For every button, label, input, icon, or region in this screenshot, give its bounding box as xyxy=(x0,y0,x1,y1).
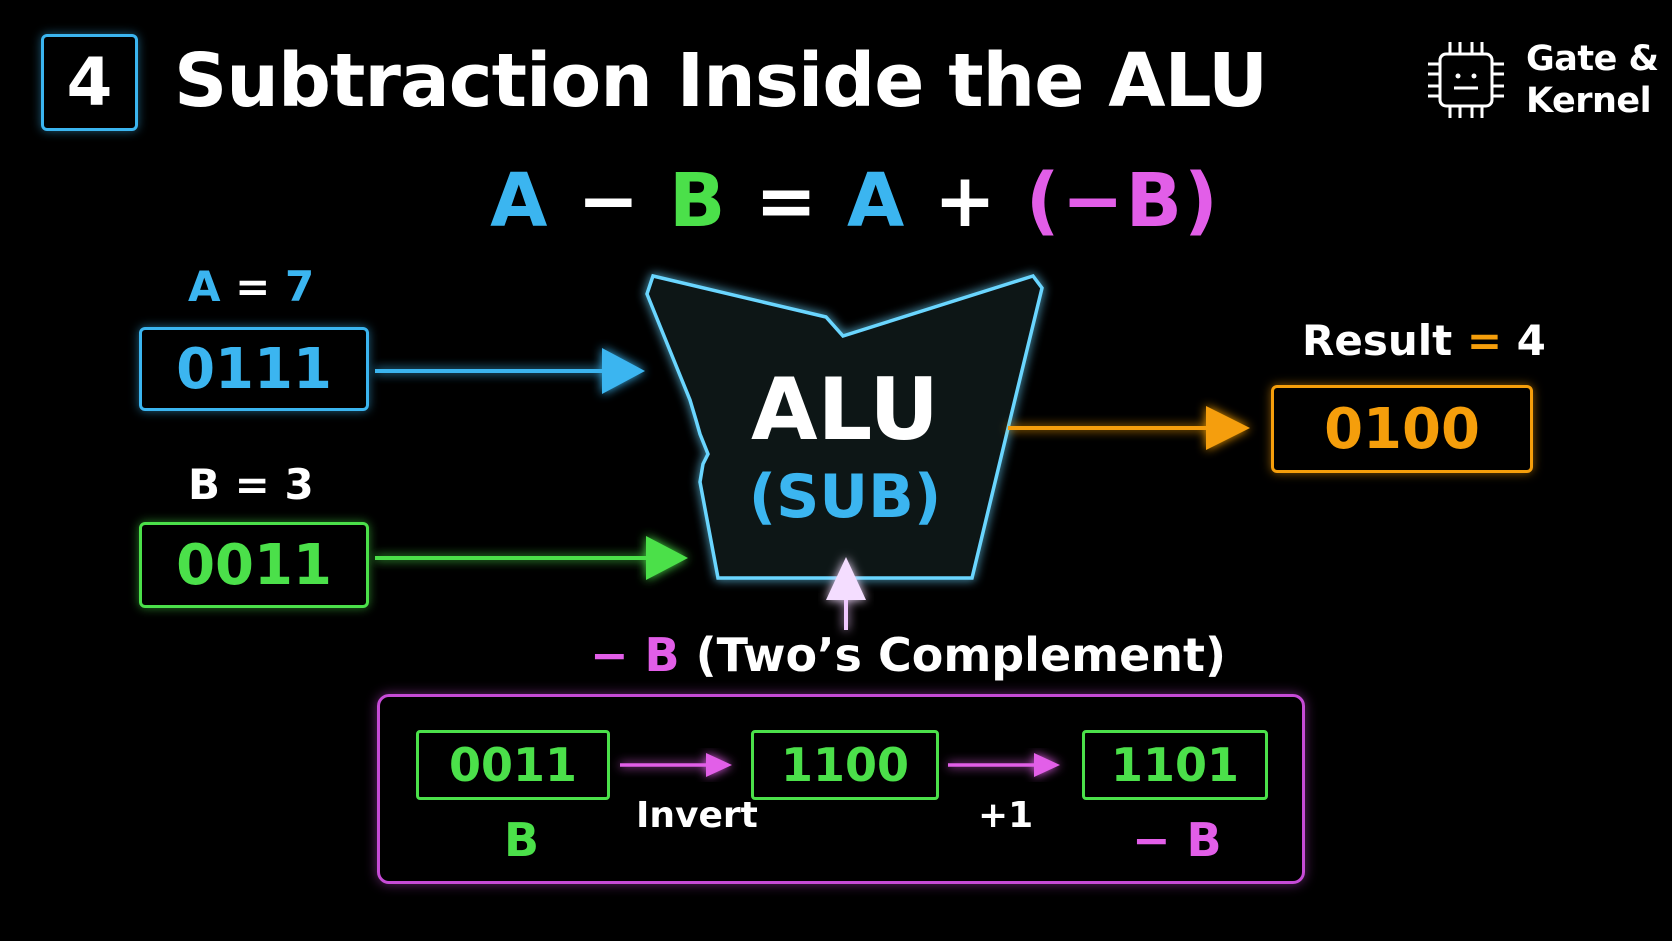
arrow-a-to-alu xyxy=(375,348,645,394)
input-a-value: 7 xyxy=(284,262,315,311)
chip-icon xyxy=(1428,42,1504,118)
eq-neg-b: (−B) xyxy=(1025,158,1220,244)
result-eq: = xyxy=(1466,316,1503,365)
brand-name: Gate & Kernel xyxy=(1526,38,1659,122)
page-title: Subtraction Inside the ALU xyxy=(174,38,1268,124)
subtraction-equation: A − B = A + (−B) xyxy=(0,158,1672,244)
op-invert-label: Invert xyxy=(636,795,758,836)
brand-line-2: Kernel xyxy=(1526,81,1652,121)
eq-plus: + xyxy=(933,158,998,244)
arrow-alu-to-result xyxy=(1008,406,1250,450)
step-result-binary: 1101 xyxy=(1082,730,1268,800)
eq-minus: − xyxy=(577,158,642,244)
twos-complement-desc: (Two’s Complement) xyxy=(695,628,1227,682)
input-b-eq: = xyxy=(234,460,270,509)
eq-a: A xyxy=(490,158,550,244)
eq-b: B xyxy=(668,158,728,244)
input-b-value: 3 xyxy=(284,460,314,509)
arrow-invert xyxy=(620,753,732,777)
step-number-badge: 4 xyxy=(41,34,138,131)
result-label: Result = 4 xyxy=(1302,316,1546,365)
eq-equals: = xyxy=(755,158,820,244)
eq-a2: A xyxy=(846,158,907,244)
input-a-binary: 0111 xyxy=(139,327,369,411)
step-original-caption: B xyxy=(504,813,540,867)
result-value: 4 xyxy=(1516,316,1546,365)
alu-operation: (SUB) xyxy=(748,462,942,532)
alu-label: ALU xyxy=(750,360,940,460)
input-a-eq: = xyxy=(235,262,271,311)
step-inverted-binary: 1100 xyxy=(751,730,939,800)
arrow-plus-one xyxy=(948,753,1060,777)
input-b-binary: 0011 xyxy=(139,522,369,608)
arrow-b-to-alu xyxy=(375,536,688,580)
result-name: Result xyxy=(1302,316,1453,365)
brand-line-1: Gate & xyxy=(1526,39,1659,79)
result-binary: 0100 xyxy=(1271,385,1533,473)
input-b-label: B = 3 xyxy=(188,460,314,509)
twos-complement-title: − B (Two’s Complement) xyxy=(590,628,1226,682)
alu-body xyxy=(645,273,1044,580)
input-b-name: B xyxy=(188,460,221,509)
twos-complement-panel xyxy=(377,694,1305,884)
twos-complement-prefix: − B xyxy=(590,628,680,682)
input-a-label: A = 7 xyxy=(188,262,314,311)
input-a-name: A xyxy=(188,262,221,311)
step-original-binary: 0011 xyxy=(416,730,610,800)
arrow-neg-b-to-alu xyxy=(826,557,866,630)
op-plus-one-label: +1 xyxy=(978,795,1034,836)
step-result-caption: − B xyxy=(1132,813,1222,867)
